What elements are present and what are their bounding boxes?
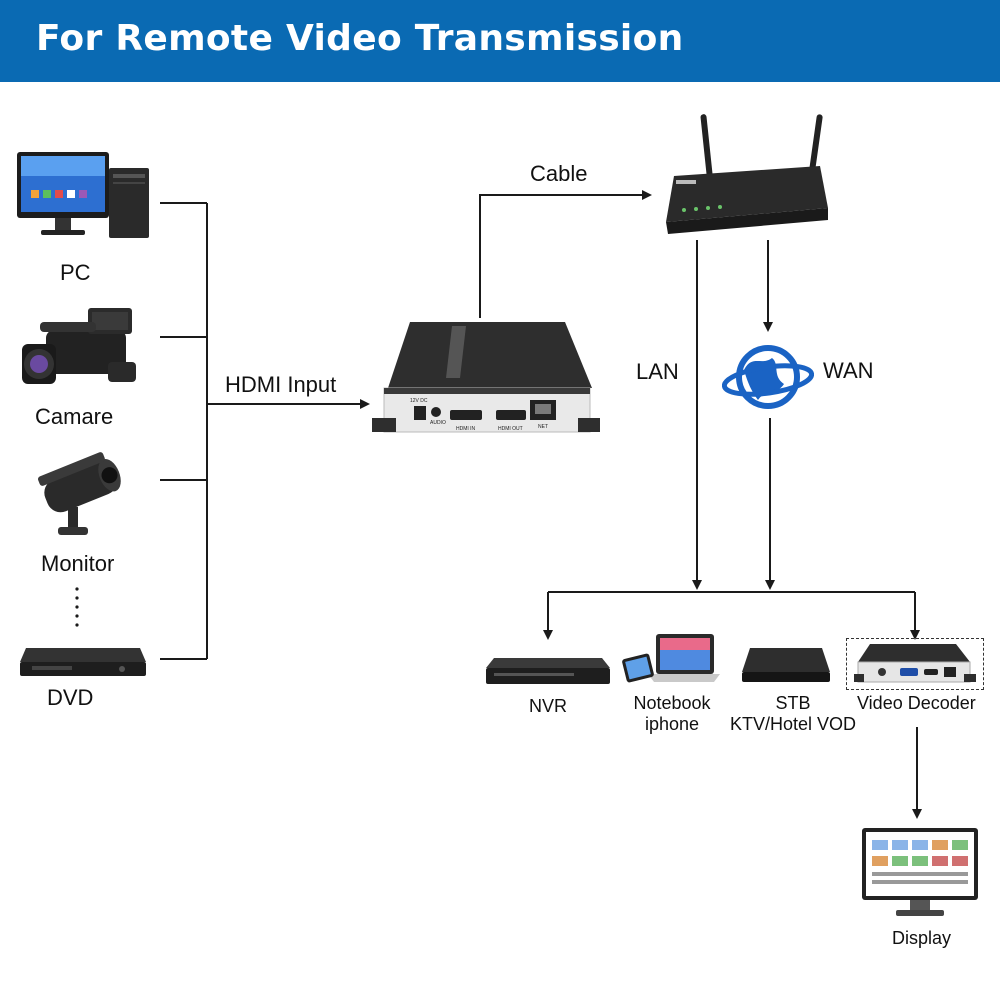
port-label-dc: 12V DC	[410, 398, 428, 404]
monitor-label: Monitor	[41, 551, 115, 576]
display-label: Display	[892, 928, 952, 948]
more-sources-dots	[75, 587, 79, 627]
notebook-label-line2: iphone	[644, 714, 700, 734]
dvd-player-icon	[20, 648, 146, 676]
display-monitor-icon	[862, 828, 978, 916]
wan-label: WAN	[823, 358, 874, 383]
nvr-label: NVR	[529, 696, 568, 716]
port-label-audio: AUDIO	[430, 420, 446, 426]
lan-label: LAN	[636, 359, 679, 384]
cable-arrow	[479, 190, 652, 318]
video-encoder-icon	[372, 322, 600, 433]
set-top-box-icon	[742, 648, 830, 682]
page-title: For Remote Video Transmission	[36, 18, 684, 59]
hdmi-input-label: HDMI Input	[225, 372, 337, 397]
port-label-hdmi-in: HDMI IN	[456, 426, 476, 432]
security-camera-icon	[38, 452, 121, 535]
stb-label: STB KTV/Hotel VOD	[727, 693, 859, 735]
camcorder-icon	[22, 308, 136, 384]
notebook-label-line1: Notebook	[633, 693, 711, 713]
router-icon	[666, 114, 828, 234]
video-decoder-label: Video Decoder	[857, 693, 976, 713]
cable-label: Cable	[530, 161, 588, 186]
stb-label-line2: KTV/Hotel VOD	[729, 714, 857, 734]
notebook-label: Notebook iphone	[632, 693, 712, 735]
pc-label: PC	[60, 260, 91, 285]
globe-icon	[722, 345, 814, 409]
header-banner: For Remote Video Transmission	[0, 0, 1000, 82]
notebook-iphone-icon	[622, 634, 720, 683]
video-decoder-icon	[854, 644, 976, 683]
pc-icon	[17, 152, 149, 238]
nvr-icon	[486, 658, 610, 684]
dvd-label: DVD	[47, 685, 94, 710]
port-label-net: NET	[538, 424, 548, 430]
port-label-hdmi-out: HDMI OUT	[498, 426, 523, 432]
stb-label-line1: STB	[775, 693, 811, 713]
video-decoder-frame	[846, 638, 984, 690]
camera-label: Camare	[35, 404, 114, 429]
